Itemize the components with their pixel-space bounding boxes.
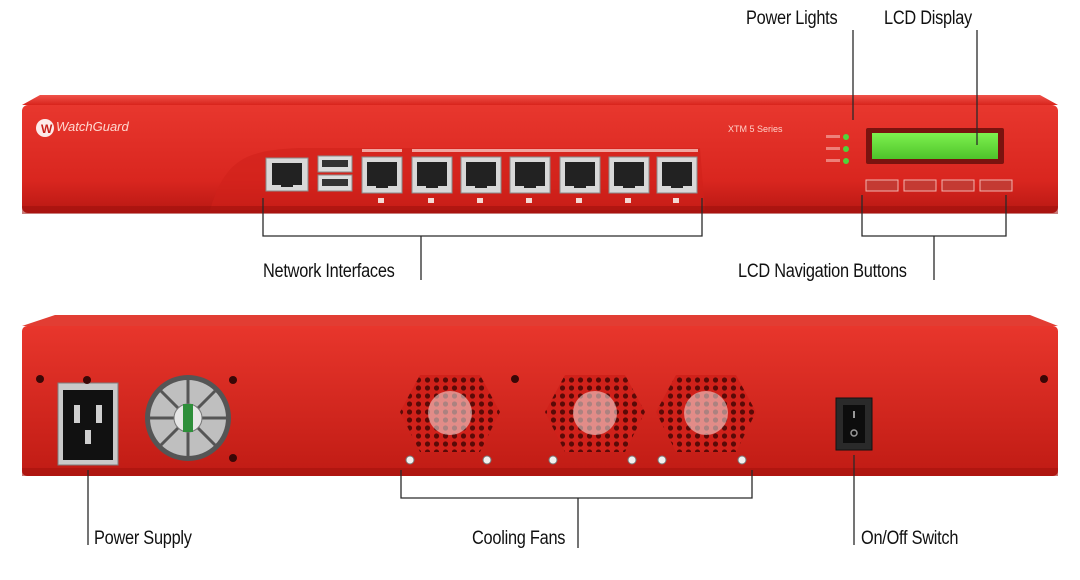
rj45-port-icon xyxy=(608,156,650,203)
led-icon xyxy=(843,146,849,152)
label-on-off-switch: On/Off Switch xyxy=(861,528,959,549)
led-icon xyxy=(843,134,849,140)
screw-icon xyxy=(36,375,44,383)
svg-text:W: W xyxy=(41,122,53,136)
fan-grille-icon xyxy=(545,375,645,465)
callout-lcd-navigation xyxy=(861,195,1007,280)
rocker-switch-icon xyxy=(835,397,873,451)
rj45-port-icon xyxy=(656,156,698,203)
screw-icon xyxy=(229,376,237,384)
front-bottom-edge xyxy=(22,206,1058,214)
port-label-strip xyxy=(362,149,402,152)
lcd-navigation-buttons xyxy=(865,179,1013,192)
led-icon xyxy=(843,158,849,164)
usb-port-icon xyxy=(317,155,353,192)
lcd-display xyxy=(866,128,1004,164)
psu-fan-icon xyxy=(145,375,231,461)
power-lights xyxy=(826,134,849,164)
screw-icon xyxy=(1040,375,1048,383)
label-power-supply: Power Supply xyxy=(94,528,192,549)
rear-panel xyxy=(22,315,1058,476)
label-power-lights: Power Lights xyxy=(746,8,838,29)
label-cooling-fans: Cooling Fans xyxy=(472,528,566,549)
brand-name: WatchGuard xyxy=(56,119,129,134)
fan-grille-icon xyxy=(656,375,756,465)
lcd-button xyxy=(865,179,899,192)
screw-icon xyxy=(511,375,519,383)
front-top-surface xyxy=(22,95,1058,105)
cooling-fans xyxy=(400,375,756,465)
rj45-port-icon xyxy=(509,156,551,203)
lcd-button xyxy=(979,179,1013,192)
rj45-port-icon xyxy=(265,157,309,192)
callout-network-interfaces xyxy=(262,198,703,280)
lcd-screen xyxy=(872,133,998,159)
callout-lines xyxy=(87,30,1007,548)
rear-face xyxy=(22,326,1058,476)
rj45-port-icon xyxy=(361,156,403,203)
power-supply-module xyxy=(57,375,237,466)
label-lcd-display: LCD Display xyxy=(884,8,972,29)
label-lcd-navigation-buttons: LCD Navigation Buttons xyxy=(738,261,907,282)
brand-logo-icon xyxy=(36,119,54,137)
series-name: XTM 5 Series xyxy=(728,124,783,134)
front-panel: W xyxy=(22,95,1058,214)
screw-icon xyxy=(229,454,237,462)
rj45-port-icon xyxy=(460,156,502,203)
fan-grille-icon xyxy=(400,375,500,465)
rear-top-surface xyxy=(22,315,1058,326)
callout-cooling-fans xyxy=(400,470,753,548)
rj45-port-icon xyxy=(559,156,601,203)
screw-icon xyxy=(83,376,91,384)
lcd-button xyxy=(903,179,937,192)
lcd-button xyxy=(941,179,975,192)
rj45-port-icon xyxy=(411,156,453,203)
power-inlet-icon xyxy=(63,390,113,460)
network-ports xyxy=(361,156,698,203)
label-network-interfaces: Network Interfaces xyxy=(263,261,395,282)
port-label-strip xyxy=(412,149,698,152)
